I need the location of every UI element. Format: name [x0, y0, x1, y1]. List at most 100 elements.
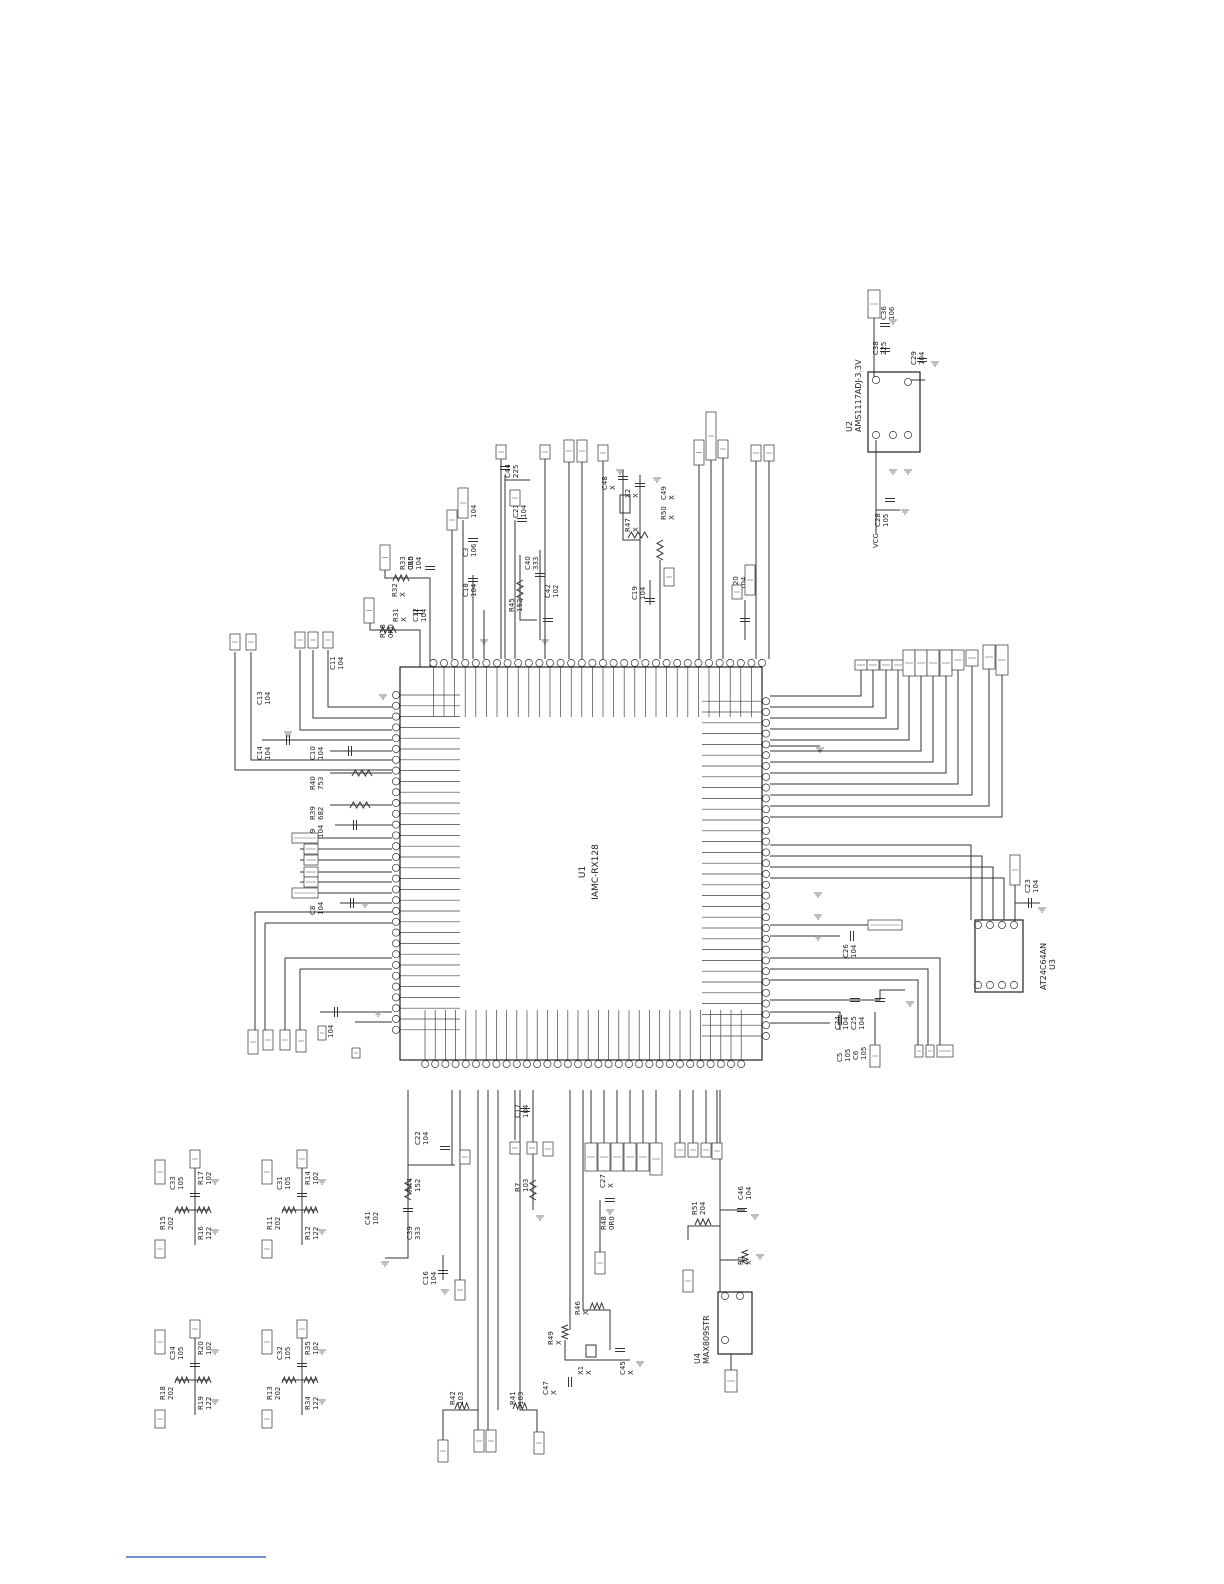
component-value: 202 [274, 1217, 282, 1230]
u1-pin-left [392, 777, 400, 786]
u1-body [399, 666, 763, 1061]
u1-pin-left [392, 723, 400, 732]
ground-symbol [441, 1289, 449, 1295]
ground-symbol [318, 1229, 326, 1235]
u1-pin-left [392, 755, 400, 764]
u1-pin-bottom [492, 1060, 501, 1068]
u2-pin [872, 431, 880, 439]
resistor-symbol [196, 1205, 212, 1215]
component-value: 104 [264, 691, 272, 705]
component-ref: C13 [256, 691, 264, 705]
component-value: 104 [842, 1016, 850, 1030]
component-ref: C8 [309, 906, 317, 915]
wire [622, 470, 640, 541]
u1-pin-left [392, 971, 400, 980]
u1-pin-bottom [441, 1060, 450, 1068]
u1-pin-top [599, 659, 607, 667]
component-ref: C34 [169, 1346, 177, 1360]
component-value: X [582, 1310, 590, 1315]
u1-pin-bottom [727, 1060, 735, 1068]
component-value: 102 [205, 1342, 213, 1355]
resistor-symbol [303, 1375, 319, 1385]
component-value: 105 [177, 1177, 185, 1190]
u1-pin-left [392, 993, 400, 1002]
u1-pin-bottom [584, 1060, 593, 1068]
u1-pin-bottom [655, 1060, 664, 1068]
component-value: 0R0 [608, 1216, 616, 1230]
component-ref: C23 [1024, 879, 1032, 893]
component-ref: C44 [504, 464, 512, 478]
ground-symbol [379, 694, 387, 700]
u2-pin [872, 376, 880, 384]
component-value: 202 [167, 1217, 175, 1230]
component-ref: C20 [732, 576, 740, 590]
u1-pin-right [762, 751, 770, 760]
component-ref: R51 [691, 1201, 699, 1215]
wire [519, 1090, 538, 1432]
u1-pin-left [392, 788, 400, 797]
u1-pin-bottom [461, 1060, 470, 1068]
resistor-symbol [303, 1205, 319, 1215]
component-ref: R41 [509, 1391, 517, 1405]
right-net [770, 670, 959, 785]
component-ref: C29 [910, 351, 918, 365]
right-net [770, 968, 929, 1045]
u1-pin-top [662, 659, 671, 667]
ground-symbol [361, 902, 369, 908]
component-ref: R42 [449, 1391, 457, 1405]
right-net [770, 666, 973, 796]
u3-pin [1010, 921, 1018, 929]
component-value: 753 [317, 777, 325, 790]
component-value: 104 [317, 824, 325, 838]
component-ref: R44 [406, 1178, 414, 1192]
u1-pin-top [620, 659, 629, 667]
u1-pin-right [762, 740, 770, 749]
u1-pin-right [762, 978, 770, 986]
component-value: 104 [740, 576, 748, 590]
u1-pin-left [392, 874, 400, 883]
u1-pin-right [762, 708, 770, 716]
u1-pin-bottom [533, 1060, 542, 1068]
u1-pin-left [392, 734, 400, 743]
u1-pin-top [694, 659, 703, 667]
u1-pin-bottom [706, 1060, 715, 1068]
ground-symbol [1038, 907, 1046, 913]
crystal-x1 [585, 1344, 597, 1358]
u1-pin-top [556, 659, 565, 667]
component-ref: C40 [524, 556, 532, 570]
component-value: 105 [882, 514, 890, 527]
component-ref: C47 [542, 1381, 550, 1395]
u1-pin-bottom [676, 1060, 684, 1068]
component-ref: R47 [624, 518, 632, 532]
eeprom-net [770, 844, 972, 920]
u1-pin-left [392, 745, 400, 753]
component-value: 104 [317, 746, 325, 760]
component-value: 105 [844, 1049, 852, 1062]
resistor-symbol [349, 800, 371, 810]
left-net [312, 650, 392, 719]
component-ref: C22 [414, 1131, 422, 1145]
u1-pin-circles [392, 376, 1018, 1344]
component-value: 104 [918, 351, 926, 365]
u1-pin-right [762, 718, 770, 727]
ground-symbol [284, 731, 292, 737]
u1-pin-bottom [614, 1060, 623, 1068]
u1-pin-left [392, 842, 400, 851]
ground-symbol [318, 1349, 326, 1355]
u1-pin-top [726, 659, 735, 667]
u2-ref: U2 [845, 421, 854, 432]
right-net [770, 979, 919, 1045]
ground-symbol [816, 747, 824, 753]
component-ref: C18 [462, 583, 470, 597]
component-ref: C11 [329, 656, 337, 670]
component-ref: R38 [379, 624, 387, 638]
component-value: 102 [205, 1172, 213, 1185]
ground-symbol [318, 1179, 326, 1185]
component-value: 102 [312, 1342, 320, 1355]
u1-pin-top [503, 659, 512, 667]
component-ref: C26 [842, 944, 850, 958]
ground-symbol [381, 1261, 389, 1267]
component-ref: C28 [874, 513, 882, 527]
component-ref: R34 [304, 1396, 312, 1410]
u3-label: AT24C64AN U3 [1039, 943, 1057, 990]
